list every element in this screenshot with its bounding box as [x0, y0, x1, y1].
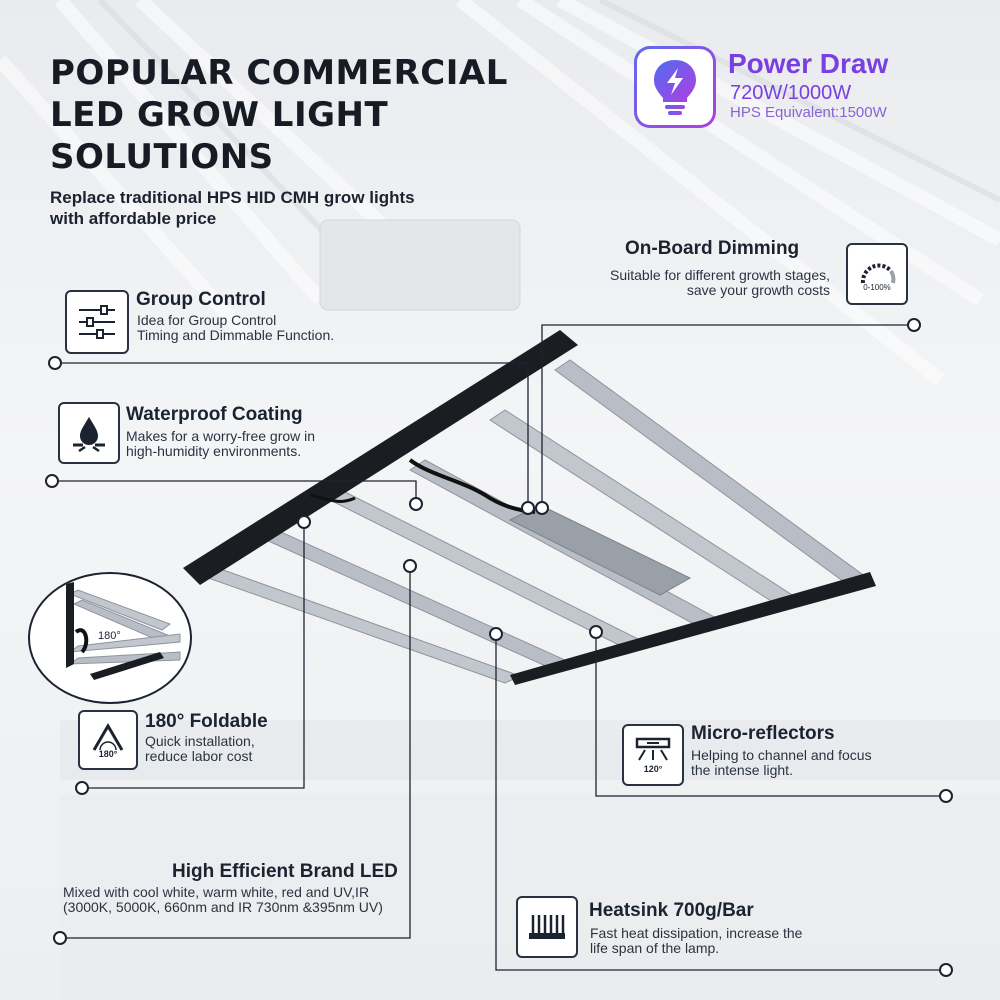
- reflectors-desc: Helping to channel and focus the intense…: [691, 748, 872, 778]
- dimming-pointer-dot: [907, 318, 921, 332]
- waterproof-title: Waterproof Coating: [126, 404, 303, 425]
- led-bars: [198, 359, 871, 684]
- brand-led-pointer-dot: [53, 931, 67, 945]
- power-title: Power Draw: [728, 48, 889, 79]
- foldable-inset-label: 180°: [98, 630, 121, 642]
- group-control-desc-line-2: Timing and Dimmable Function.: [137, 327, 335, 343]
- foldable-pointer-dot: [75, 781, 89, 795]
- reflector-icon: 120°: [622, 724, 684, 786]
- waterproof-desc: Makes for a worry-free grow in high-humi…: [126, 429, 315, 459]
- dimming-desc-line-1: Suitable for different growth stages,: [610, 267, 830, 283]
- reflectors-target-dot: [589, 625, 603, 639]
- reflectors-title: Micro-reflectors: [691, 723, 835, 744]
- page-title: POPULAR COMMERCIAL LED GROW LIGHT SOLUTI…: [50, 52, 570, 178]
- dial-icon: 0-100%: [846, 243, 908, 305]
- foldable-inset: 180°: [28, 572, 192, 704]
- dimming-desc: Suitable for different growth stages, sa…: [520, 268, 830, 298]
- waterproof-desc-line-2: high-humidity environments.: [126, 443, 302, 459]
- group-control-desc-line-1: Idea for Group Control: [137, 312, 277, 328]
- fold-angle-icon-label: 180°: [98, 748, 118, 759]
- group-control-target-dot: [521, 501, 535, 515]
- waterproof-target-dot: [409, 497, 423, 511]
- bulb-bolt-icon: [637, 49, 713, 125]
- title-line-2: LED GROW LIGHT: [50, 95, 389, 135]
- heatsink-desc: Fast heat dissipation, increase the life…: [590, 926, 802, 956]
- foldable-desc-line-1: Quick installation,: [145, 733, 255, 749]
- subtitle-line-1: Replace traditional HPS HID CMH grow lig…: [50, 188, 415, 207]
- reflector-icon-label: 120°: [643, 764, 663, 774]
- title-line-1: POPULAR COMMERCIAL: [50, 53, 508, 93]
- heatsink-pointer-dot: [939, 963, 953, 977]
- foldable-desc: Quick installation, reduce labor cost: [145, 734, 255, 764]
- dimming-title: On-Board Dimming: [625, 238, 800, 259]
- water-drop-icon: [58, 402, 120, 464]
- heatsink-icon: [516, 896, 578, 958]
- sliders-icon: [65, 290, 129, 354]
- foldable-title: 180° Foldable: [145, 711, 268, 732]
- heatsink-desc-line-2: life span of the lamp.: [590, 940, 720, 956]
- brand-led-title: High Efficient Brand LED: [172, 861, 398, 882]
- power-equivalent: HPS Equivalent:1500W: [730, 104, 887, 121]
- reflectors-pointer-dot: [939, 789, 953, 803]
- dimming-target-dot: [535, 501, 549, 515]
- power-value: 720W/1000W: [730, 82, 852, 104]
- group-control-title: Group Control: [136, 289, 266, 310]
- reflectors-desc-line-2: the intense light.: [691, 762, 793, 778]
- group-control-desc: Idea for Group Control Timing and Dimmab…: [137, 313, 334, 343]
- brand-led-desc: Mixed with cool white, warm white, red a…: [63, 885, 383, 915]
- waterproof-desc-line-1: Makes for a worry-free grow in: [126, 428, 316, 444]
- dial-icon-label: 0-100%: [863, 282, 891, 292]
- heatsink-target-dot: [489, 627, 503, 641]
- brand-led-desc-line-2: (3000K, 5000K, 660nm and IR 730nm &395nm…: [63, 899, 383, 915]
- heatsink-title: Heatsink 700g/Bar: [589, 900, 754, 921]
- subtitle-line-2: with affordable price: [50, 209, 217, 228]
- brand-led-target-dot: [403, 559, 417, 573]
- waterproof-pointer-dot: [45, 474, 59, 488]
- brand-led-desc-line-1: Mixed with cool white, warm white, red a…: [63, 884, 370, 900]
- foldable-target-dot: [297, 515, 311, 529]
- page-subtitle: Replace traditional HPS HID CMH grow lig…: [50, 187, 470, 229]
- fold-angle-icon: 180°: [78, 710, 138, 770]
- title-line-3: SOLUTIONS: [50, 137, 274, 177]
- power-icon-frame: [634, 46, 716, 128]
- group-control-pointer-dot: [48, 356, 62, 370]
- reflectors-desc-line-1: Helping to channel and focus: [691, 747, 872, 763]
- heatsink-desc-line-1: Fast heat dissipation, increase the: [590, 925, 803, 941]
- dimming-desc-line-2: save your growth costs: [686, 282, 830, 298]
- foldable-desc-line-2: reduce labor cost: [145, 748, 253, 764]
